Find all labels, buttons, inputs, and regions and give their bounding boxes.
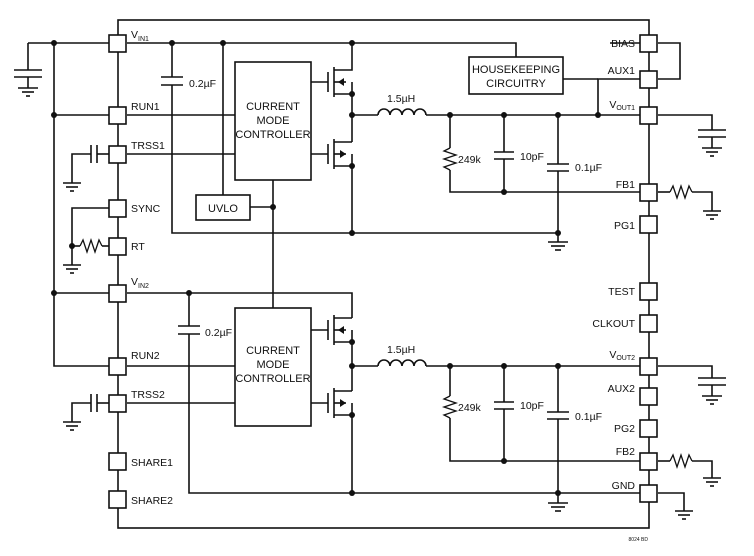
housekeeping-line1: HOUSEKEEPING	[472, 64, 560, 76]
pin-aux1-label: AUX1	[608, 65, 636, 77]
pin-trss1-label: TRSS1	[131, 140, 165, 152]
pin-gnd-label: GND	[612, 480, 636, 492]
pin-rt: RT	[108, 237, 145, 256]
pin-test-label: TEST	[608, 286, 635, 298]
pin-vout2-label: VOUT2	[609, 349, 635, 362]
controller1-block: CURRENT MODE CONTROLLER	[234, 61, 312, 181]
controller2-block: CURRENT MODE CONTROLLER	[234, 307, 312, 427]
pin-vin2-label: VIN2	[131, 276, 149, 290]
controller2-line2: MODE	[257, 359, 290, 371]
pin-run1: RUN1	[108, 101, 160, 125]
pin-vin1-label: VIN1	[131, 29, 149, 43]
pin-aux2-label: AUX2	[608, 383, 636, 395]
pin-fb1-label: FB1	[616, 179, 635, 191]
pin-trss2-label: TRSS2	[131, 389, 165, 401]
pin-vin1: VIN1	[108, 29, 149, 53]
pin-trss1: TRSS1	[108, 140, 165, 164]
external-output-wiring	[658, 42, 726, 520]
pin-rt-label: RT	[131, 241, 145, 253]
uvlo-block: UVLO	[195, 194, 251, 221]
pin-pg1: PG1	[614, 215, 658, 234]
pin-clkout: CLKOUT	[592, 314, 658, 333]
pin-fb1: FB1	[616, 179, 658, 202]
controller1-line2: MODE	[257, 115, 290, 127]
pin-sync: SYNC	[108, 199, 161, 218]
pin-fb2-label: FB2	[616, 446, 635, 458]
channel1-wiring	[127, 40, 640, 308]
pin-pg2: PG2	[614, 419, 658, 438]
l2-value: 1.5µH	[387, 344, 415, 356]
pin-aux1: AUX1	[608, 65, 658, 89]
pin-pg1-label: PG1	[614, 220, 635, 232]
pin-clkout-label: CLKOUT	[592, 318, 635, 330]
controller1-line3: CONTROLLER	[235, 129, 310, 141]
controller1-line1: CURRENT	[246, 101, 300, 113]
pin-share2-label: SHARE2	[131, 495, 173, 507]
pin-bias: BIAS	[611, 34, 658, 53]
cout1-value: 0.1µF	[575, 162, 602, 174]
chip-outline	[117, 19, 650, 529]
housekeeping-line2: CIRCUITRY	[486, 78, 546, 90]
pin-vout1-label: VOUT1	[609, 99, 635, 112]
pin-vout1: VOUT1	[609, 99, 658, 125]
pin-aux2: AUX2	[608, 383, 658, 406]
pin-vout2: VOUT2	[609, 349, 658, 376]
pin-share2: SHARE2	[108, 490, 173, 509]
pin-fb2: FB2	[616, 446, 658, 471]
controller2-line1: CURRENT	[246, 345, 300, 357]
cff2-value: 10pF	[520, 400, 544, 412]
pin-sync-label: SYNC	[131, 203, 161, 215]
rfb1-value: 249k	[458, 154, 482, 166]
housekeeping-block: HOUSEKEEPING CIRCUITRY	[468, 56, 564, 95]
uvlo-label: UVLO	[208, 203, 238, 215]
pin-test: TEST	[608, 282, 658, 301]
pin-share1-label: SHARE1	[131, 457, 173, 469]
pin-run2-label: RUN2	[131, 350, 160, 362]
pin-run2: RUN2	[108, 350, 160, 376]
cff1-value: 10pF	[520, 151, 544, 163]
pin-bias-label: BIAS	[611, 38, 635, 50]
channel2-wiring	[127, 290, 640, 512]
controller2-line3: CONTROLLER	[235, 373, 310, 385]
l1-value: 1.5µH	[387, 93, 415, 105]
rfb2-value: 249k	[458, 402, 482, 414]
external-input-wiring	[14, 40, 109, 431]
cout2-value: 0.1µF	[575, 411, 602, 423]
pin-pg2-label: PG2	[614, 423, 635, 435]
cin1-value: 0.2µF	[189, 78, 216, 90]
pin-run1-label: RUN1	[131, 101, 160, 113]
figure-code: 8024 BD	[629, 537, 649, 543]
pin-vin2: VIN2	[108, 276, 149, 303]
pin-gnd: GND	[612, 480, 658, 503]
cin2-value: 0.2µF	[205, 327, 232, 339]
pin-share1: SHARE1	[108, 452, 173, 471]
pin-trss2: TRSS2	[108, 389, 165, 413]
